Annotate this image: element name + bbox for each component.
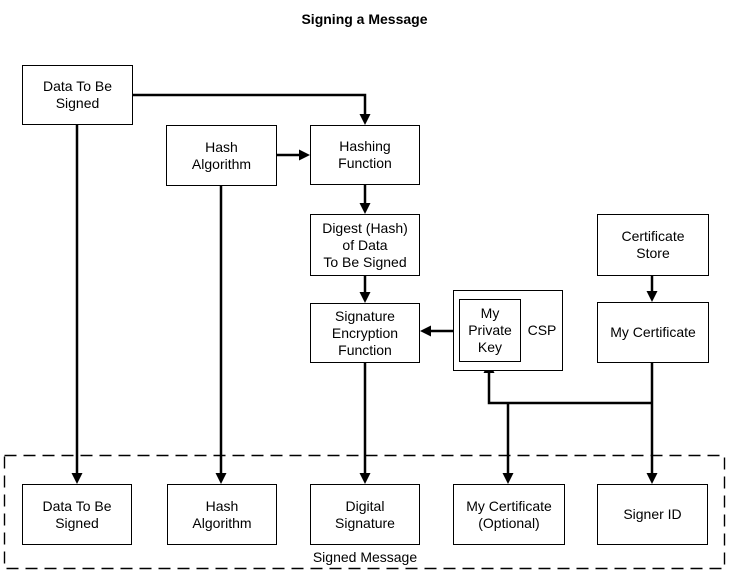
node-my-certificate-optional: My Certificate (Optional) bbox=[453, 484, 565, 545]
line-branch-to-privatekey bbox=[487, 373, 652, 405]
node-digest-of-data: Digest (Hash) of Data To Be Signed bbox=[310, 214, 420, 276]
node-certificate-store: Certificate Store bbox=[597, 214, 709, 276]
node-my-private-key: My Private Key bbox=[459, 299, 521, 362]
node-hash-algorithm-bottom: Hash Algorithm bbox=[167, 484, 277, 545]
node-signature-encryption-function: Signature Encryption Function bbox=[310, 303, 420, 363]
csp-label: CSP bbox=[527, 322, 557, 338]
node-digital-signature: Digital Signature bbox=[310, 484, 420, 545]
arrowhead-into-hashing-left bbox=[299, 149, 310, 161]
arrowhead-into-sigenc-right bbox=[420, 325, 431, 337]
arrowhead-into-sigenc-top bbox=[359, 292, 371, 303]
arrowhead-into-hashing-top bbox=[359, 114, 371, 125]
diagram-title: Signing a Message bbox=[301, 11, 428, 27]
arrowhead-into-mycert bbox=[646, 291, 658, 302]
node-hash-algorithm-top: Hash Algorithm bbox=[166, 125, 277, 186]
node-data-to-be-signed-bottom: Data To Be Signed bbox=[22, 484, 132, 545]
node-my-certificate: My Certificate bbox=[597, 302, 709, 363]
signed-message-label: Signed Message bbox=[312, 548, 418, 565]
arrowhead-into-digest bbox=[359, 203, 371, 214]
arrowhead-into-digsig bbox=[359, 473, 371, 484]
arrowhead-into-data-bottom bbox=[71, 473, 83, 484]
node-signer-id: Signer ID bbox=[597, 484, 708, 545]
arrowhead-into-signerid bbox=[646, 473, 658, 484]
node-hashing-function: Hashing Function bbox=[310, 125, 420, 185]
line-data-to-hashing bbox=[133, 93, 367, 115]
arrowhead-into-mycertopt bbox=[502, 473, 514, 484]
arrowhead-into-hashalg-bottom bbox=[215, 473, 227, 484]
node-data-to-be-signed-top: Data To Be Signed bbox=[22, 65, 133, 125]
